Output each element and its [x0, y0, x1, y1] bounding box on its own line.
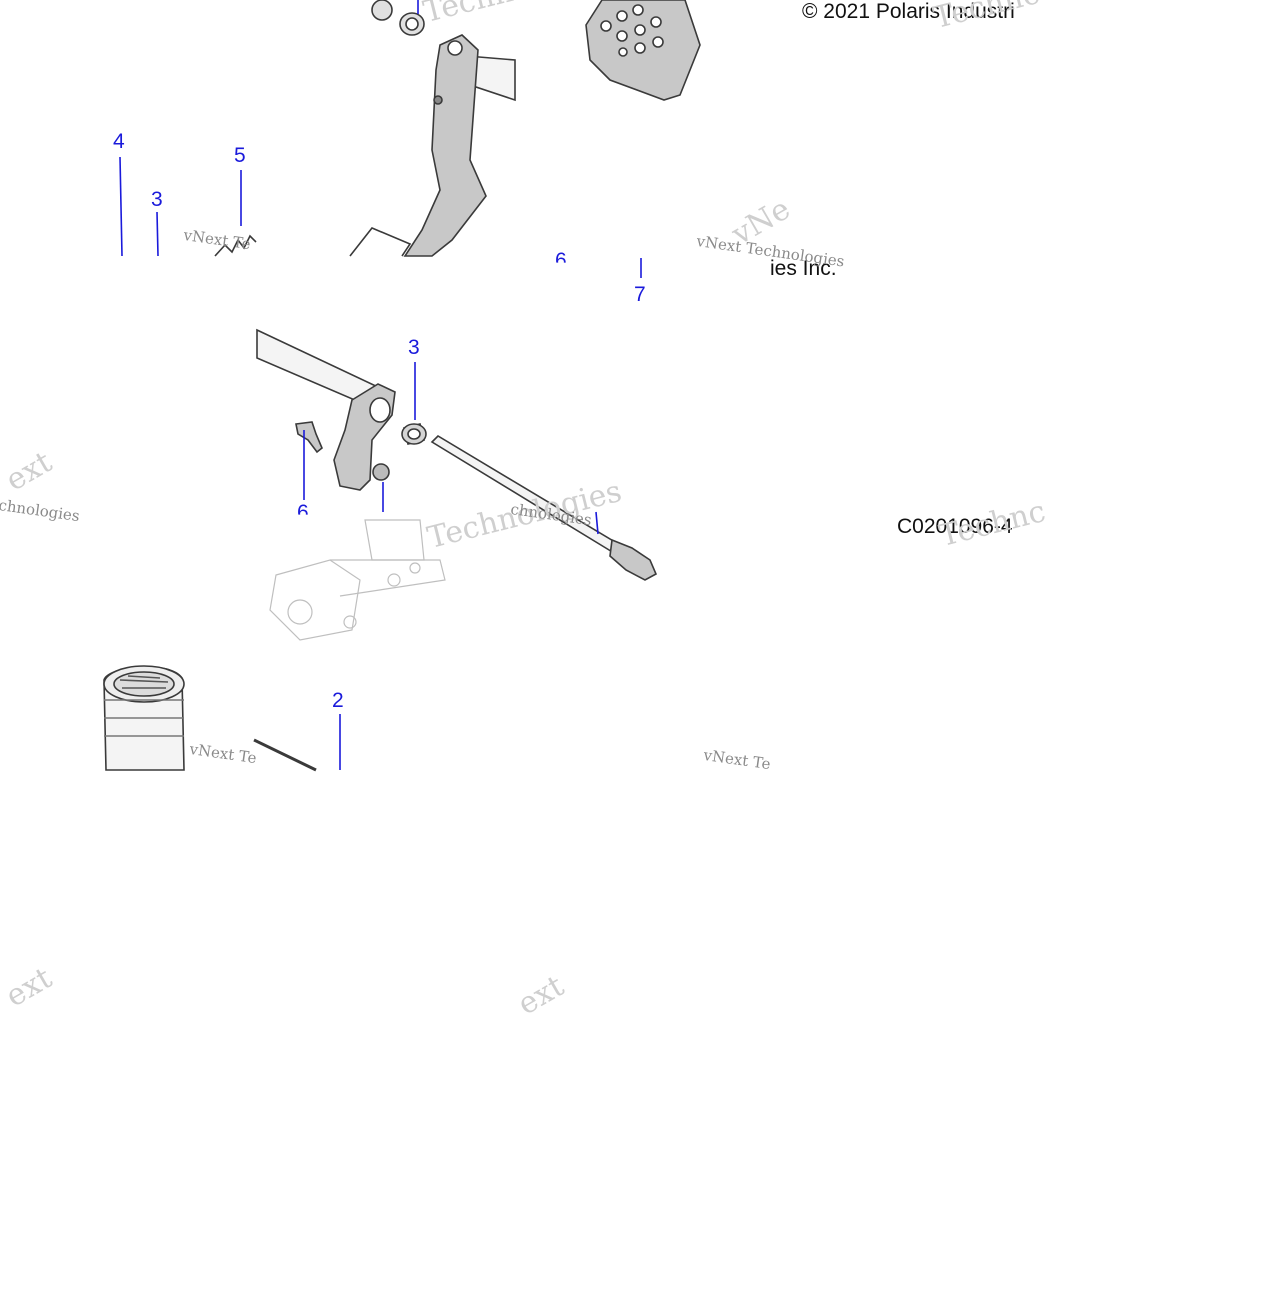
copyright-text: © 2021 Polaris Industri: [802, 0, 1015, 23]
bottom-tile: [103, 665, 341, 772]
diagram-code: C0201096-4: [897, 515, 1013, 538]
brake-pedal-arm: [403, 34, 487, 257]
callout-5: 5: [234, 144, 246, 167]
small-nut: [372, 463, 390, 481]
middle-tile: [256, 328, 658, 641]
callout-3-middle: 3: [408, 336, 420, 359]
callout-3: 3: [151, 188, 163, 211]
callout-2: 2: [332, 689, 344, 712]
top-right-tile: [585, 0, 701, 278]
return-spring: [214, 234, 257, 257]
callout-6-fragment: 6: [555, 249, 567, 272]
top-left-tile: [119, 0, 516, 257]
copyright-fragment: ies Inc.: [770, 257, 837, 280]
callout-4: 4: [113, 130, 125, 153]
callout-6-middle: 6: [297, 501, 309, 524]
pin-bolt: [295, 421, 323, 454]
nut: [371, 0, 393, 21]
callout-7: 7: [634, 283, 646, 306]
